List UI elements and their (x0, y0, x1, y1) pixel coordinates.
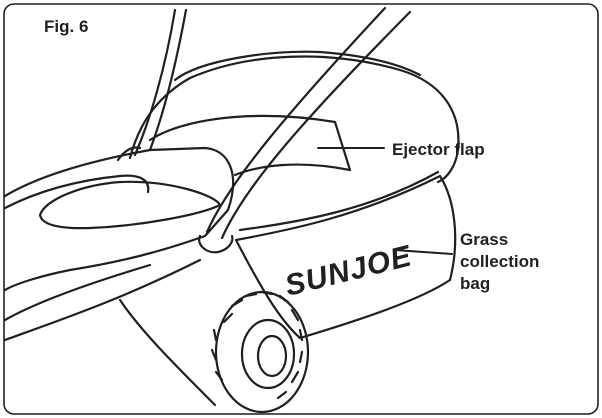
callout-ejector-flap: Ejector flap (392, 140, 485, 159)
bag-cover (128, 55, 460, 184)
handle-right-bar-inner (220, 10, 412, 240)
handle-joint (198, 234, 234, 254)
callout-grass-line: Grass (460, 230, 509, 249)
figure-border (3, 3, 599, 415)
callout-grass-line: collection (460, 252, 540, 271)
deck-vent (38, 180, 222, 230)
handle-left-lower (116, 146, 142, 162)
deck-lower-edge (3, 258, 202, 342)
leader-bag (394, 249, 453, 255)
handle-right-bar (205, 6, 387, 234)
bag-body (234, 174, 457, 340)
deck-side-line (3, 263, 152, 322)
wheel-treads (210, 290, 304, 400)
bag-seam (238, 170, 440, 232)
deck-top-left (3, 174, 150, 210)
callout-grass-collection-bag: Grass collection bag (460, 229, 539, 295)
figure-label: Fig. 6 (44, 17, 89, 36)
rear-wheel-hub-outer (240, 318, 296, 390)
handle-left-bar (133, 8, 177, 157)
ejector-flap (148, 114, 352, 177)
bag-cover-top (173, 50, 422, 82)
rear-wheel-hub-inner (256, 334, 288, 378)
mower-deck (3, 146, 235, 292)
callout-grass-line: bag (460, 274, 491, 293)
handle-left-bar-inner (148, 8, 188, 152)
front-panel (118, 298, 217, 407)
brand-logo: SUNJOE (282, 239, 416, 302)
